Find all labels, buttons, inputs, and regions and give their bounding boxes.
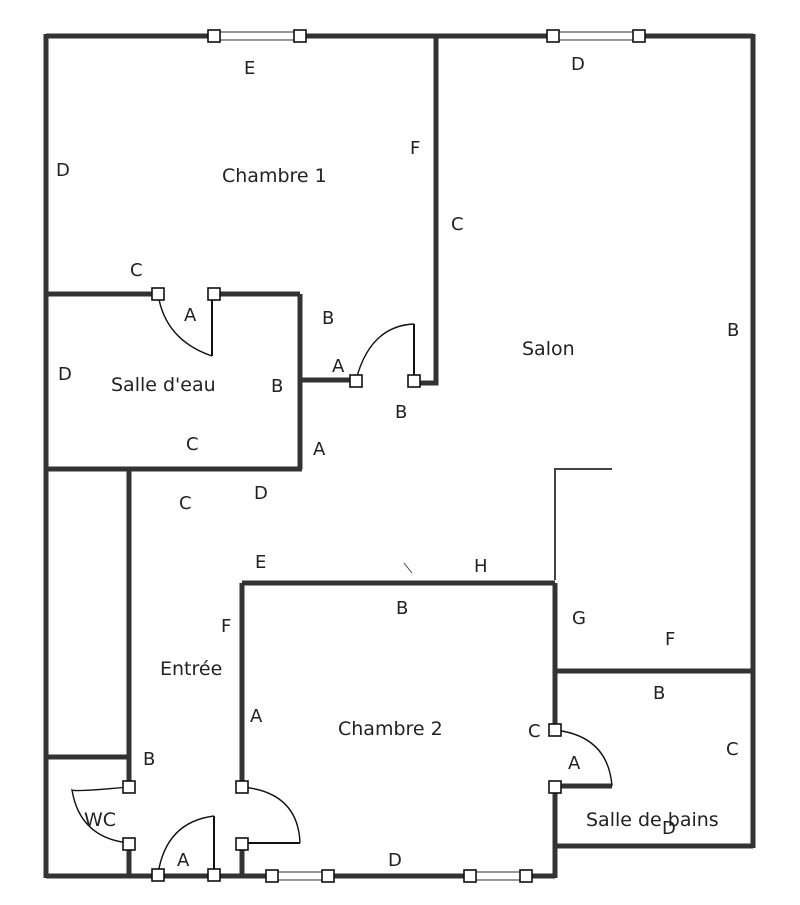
door-chambre1 [349,323,421,388]
door-hinge [349,374,363,388]
door-hinge [207,287,221,301]
room-labels: Chambre 1 Salon Salle d'eau Entrée Chamb… [84,165,719,831]
door-hinge [207,868,221,882]
wall-label: A [313,439,326,460]
window-frame-right [632,29,646,43]
window-top-chambre1 [213,31,301,41]
chambre1-right-wall [418,36,439,386]
wall-label: C [186,434,199,455]
window-bottom-chambre2-left [271,871,329,881]
wall-label: C [528,721,541,742]
wall-label: A [184,305,197,326]
walls [43,33,756,879]
doors [71,287,613,882]
window-frame-right [321,869,335,883]
room-label-salon: Salon [522,338,575,360]
door-swing-arc [157,293,213,357]
wall-labels: E D D F C C A B B D A B E B A C D C E H … [56,54,739,871]
window-frame-left [463,869,477,883]
wall-label: B [271,376,283,397]
wall-label: A [568,753,581,774]
door-swing-arc [355,323,415,381]
room-label-chambre2: Chambre 2 [338,718,443,740]
door-swing-arc [554,729,613,787]
room-label-entree: Entrée [160,658,222,680]
wall-label: B [396,598,408,619]
room-label-salle-bains: Salle de bains [586,809,719,831]
wall-label: C [130,260,143,281]
wall-label: F [221,616,231,637]
wall-label: F [410,138,420,159]
door-swing-arc [157,815,215,875]
window-top-salon [552,31,640,41]
wall-label: D [58,364,72,385]
window-frame-right [293,29,307,43]
wall-label: D [388,850,402,871]
room-label-wc: WC [84,809,116,831]
door-hinge [151,868,165,882]
salon-step-wall [554,468,612,580]
wall-label: E [255,552,266,573]
wall-label: A [250,706,263,727]
window-frame-right [519,869,533,883]
door-hinge [122,837,136,851]
door-hinge [235,780,249,794]
window-bottom-chambre2-right [469,871,527,881]
wall-label: A [177,850,190,871]
room-label-salle-eau: Salle d'eau [111,374,216,396]
wall-label: G [572,608,586,629]
windows [207,29,646,883]
wall-label: A [332,356,345,377]
door-hinge [407,374,421,388]
wall-label: B [322,308,334,329]
door-swing-arc [71,786,130,844]
wall-label: B [395,402,407,423]
door-salle-eau [151,287,221,357]
door-hinge [122,780,136,794]
wall-label: B [143,749,155,770]
door-hinge [548,723,562,737]
wall-label: C [726,739,739,760]
wall-label: C [179,493,192,514]
window-frame-left [265,869,279,883]
window-frame-left [207,29,221,43]
door-entree [151,815,221,882]
wall-label: D [662,818,676,839]
door-salle-bains [548,723,613,794]
door-hinge [151,287,165,301]
door-hinge [235,837,249,851]
wall-label: B [653,683,665,704]
wall-label: E [244,58,255,79]
door-swing-arc [241,786,301,844]
window-frame-left [546,29,560,43]
wall-label: C [451,214,464,235]
wall-label: F [665,629,675,650]
wall-label: B [727,320,739,341]
door-hinge [548,780,562,794]
door-wc [71,780,136,851]
wall-label: D [56,160,70,181]
stray-mark [403,562,413,574]
door-chambre2 [235,780,301,851]
wall-label: D [254,483,268,504]
wall-label: H [474,556,488,577]
room-label-chambre1: Chambre 1 [222,165,327,187]
wall-label: D [571,54,585,75]
